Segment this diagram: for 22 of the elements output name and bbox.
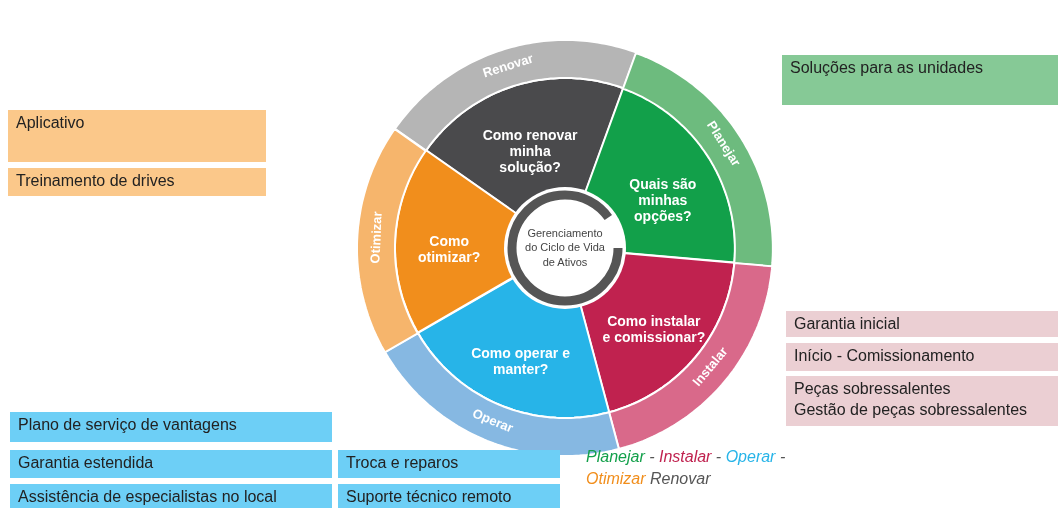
- ring-label: Renovar: [480, 49, 537, 83]
- service-box: Assistência de especialistas no local: [10, 484, 332, 508]
- service-box: [786, 376, 1058, 426]
- segment-question: Como operar e manter?: [470, 345, 571, 378]
- center-title: Gerenciamento do Ciclo de Vida de Ativos: [524, 226, 606, 269]
- service-box: Soluções para as unidades: [782, 55, 1058, 105]
- service-text: Gestão de peças sobressalentes: [794, 399, 1029, 420]
- service-text: Peças sobressalentes: [794, 379, 952, 399]
- service-box: Garantia estendida: [10, 450, 332, 478]
- service-box: Início - Comissionamento: [786, 343, 1058, 371]
- service-box: Plano de serviço de vantagens: [10, 412, 332, 442]
- segment-question: Como otimizar?: [417, 232, 482, 265]
- cycle-sequence-text: Planejar - Instalar - Operar - Otimizar Renovar: [586, 447, 787, 489]
- service-box: Suporte técnico remoto: [338, 484, 560, 508]
- ring-label: Otimizar: [366, 209, 386, 266]
- service-box: Treinamento de drives: [8, 168, 266, 196]
- segment-question: Como renovar minha solução?: [481, 127, 579, 176]
- service-box: Troca e reparos: [338, 450, 560, 478]
- service-box: Aplicativo: [8, 110, 266, 162]
- segment-question: Como instalar e comissionar?: [601, 312, 706, 345]
- segment-question: Quais são minhas opções?: [628, 175, 698, 224]
- service-box: Garantia inicial: [786, 311, 1058, 337]
